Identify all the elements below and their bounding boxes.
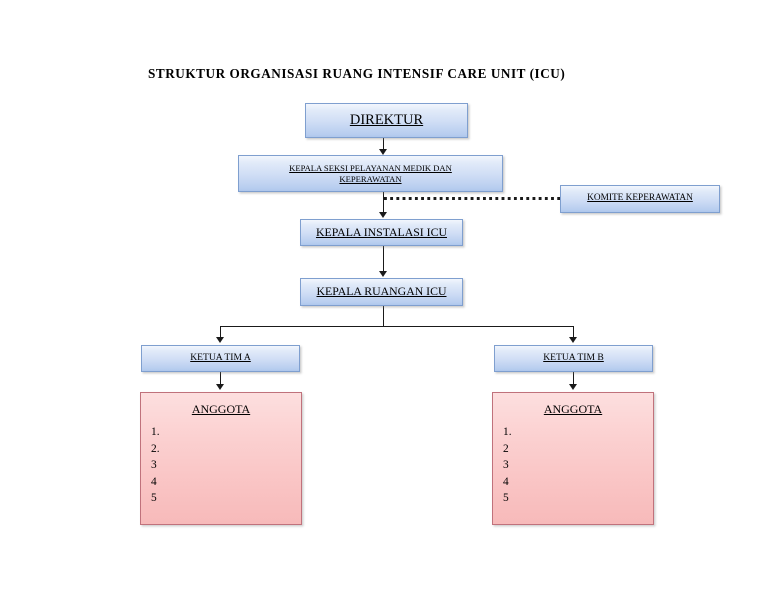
- connector-kepala-seksi-to-instalasi: [383, 192, 385, 212]
- node-direktur[interactable]: DIREKTUR: [305, 103, 468, 138]
- anggota-a-list: 1. 2. 3 4 5: [151, 424, 301, 507]
- list-item: 2: [503, 442, 509, 455]
- arrowhead-anggota-a: [216, 384, 224, 390]
- node-anggota-a-label: ANGGOTA: [191, 402, 251, 416]
- anggota-b-list: 1. 2 3 4 5: [503, 424, 653, 507]
- node-ketua-tim-b[interactable]: KETUA TIM B: [494, 345, 653, 372]
- connector-ketua-a-to-anggota-a: [220, 372, 222, 385]
- connector-direktur-to-kepala-seksi: [383, 138, 385, 150]
- connector-branch-left: [220, 326, 222, 338]
- connector-instalasi-to-ruangan: [383, 246, 385, 271]
- node-ketua-tim-a[interactable]: KETUA TIM A: [141, 345, 300, 372]
- node-ketua-tim-a-label: KETUA TIM A: [190, 352, 251, 364]
- list-item: 3: [151, 459, 157, 472]
- node-kepala-seksi-label-line2: KEPERAWATAN: [339, 173, 402, 184]
- arrowhead-kepala-instalasi: [379, 212, 387, 218]
- list-item: 1.: [503, 426, 512, 438]
- connector-dotted-komite: [384, 197, 560, 200]
- connector-branch-right: [573, 326, 575, 338]
- node-kepala-instalasi-icu[interactable]: KEPALA INSTALASI ICU: [300, 219, 463, 246]
- connector-ruangan-crossbar: [220, 326, 574, 328]
- node-ketua-tim-b-label: KETUA TIM B: [543, 352, 604, 364]
- list-item: 3: [503, 459, 509, 472]
- list-item: 4: [151, 475, 157, 488]
- list-item: 2.: [151, 442, 160, 455]
- list-item: 4: [503, 475, 509, 488]
- list-item: 5: [151, 492, 157, 505]
- node-kepala-ruangan-label: KEPALA RUANGAN ICU: [316, 284, 447, 299]
- node-kepala-seksi-pelayanan-medik[interactable]: KEPALA SEKSI PELAYANAN MEDIK DAN KEPERAW…: [238, 155, 503, 192]
- arrowhead-anggota-b: [569, 384, 577, 390]
- node-komite-label: KOMITE KEPERAWATAN: [587, 193, 693, 204]
- arrowhead-ketua-tim-a: [216, 337, 224, 343]
- node-anggota-tim-a[interactable]: ANGGOTA 1. 2. 3 4 5: [140, 392, 302, 525]
- connector-ketua-b-to-anggota-b: [573, 372, 575, 385]
- connector-ruangan-trunk: [383, 306, 385, 327]
- node-anggota-b-label: ANGGOTA: [543, 402, 603, 416]
- node-kepala-seksi-label-line1: KEPALA SEKSI PELAYANAN MEDIK DAN: [289, 162, 452, 173]
- arrowhead-kepala-ruangan: [379, 271, 387, 277]
- node-kepala-ruangan-icu[interactable]: KEPALA RUANGAN ICU: [300, 278, 463, 306]
- node-komite-keperawatan[interactable]: KOMITE KEPERAWATAN: [560, 185, 720, 213]
- node-direktur-label: DIREKTUR: [349, 112, 424, 129]
- list-item: 5: [503, 492, 509, 505]
- page-title: STRUKTUR ORGANISASI RUANG INTENSIF CARE …: [148, 66, 566, 81]
- node-anggota-tim-b[interactable]: ANGGOTA 1. 2 3 4 5: [492, 392, 654, 525]
- node-kepala-instalasi-label: KEPALA INSTALASI ICU: [315, 224, 447, 239]
- node-kepala-seksi-label: KEPALA SEKSI PELAYANAN MEDIK DAN KEPERAW…: [289, 163, 452, 185]
- arrowhead-kepala-seksi: [379, 149, 387, 155]
- list-item: 1.: [151, 426, 160, 438]
- arrowhead-ketua-tim-b: [569, 337, 577, 343]
